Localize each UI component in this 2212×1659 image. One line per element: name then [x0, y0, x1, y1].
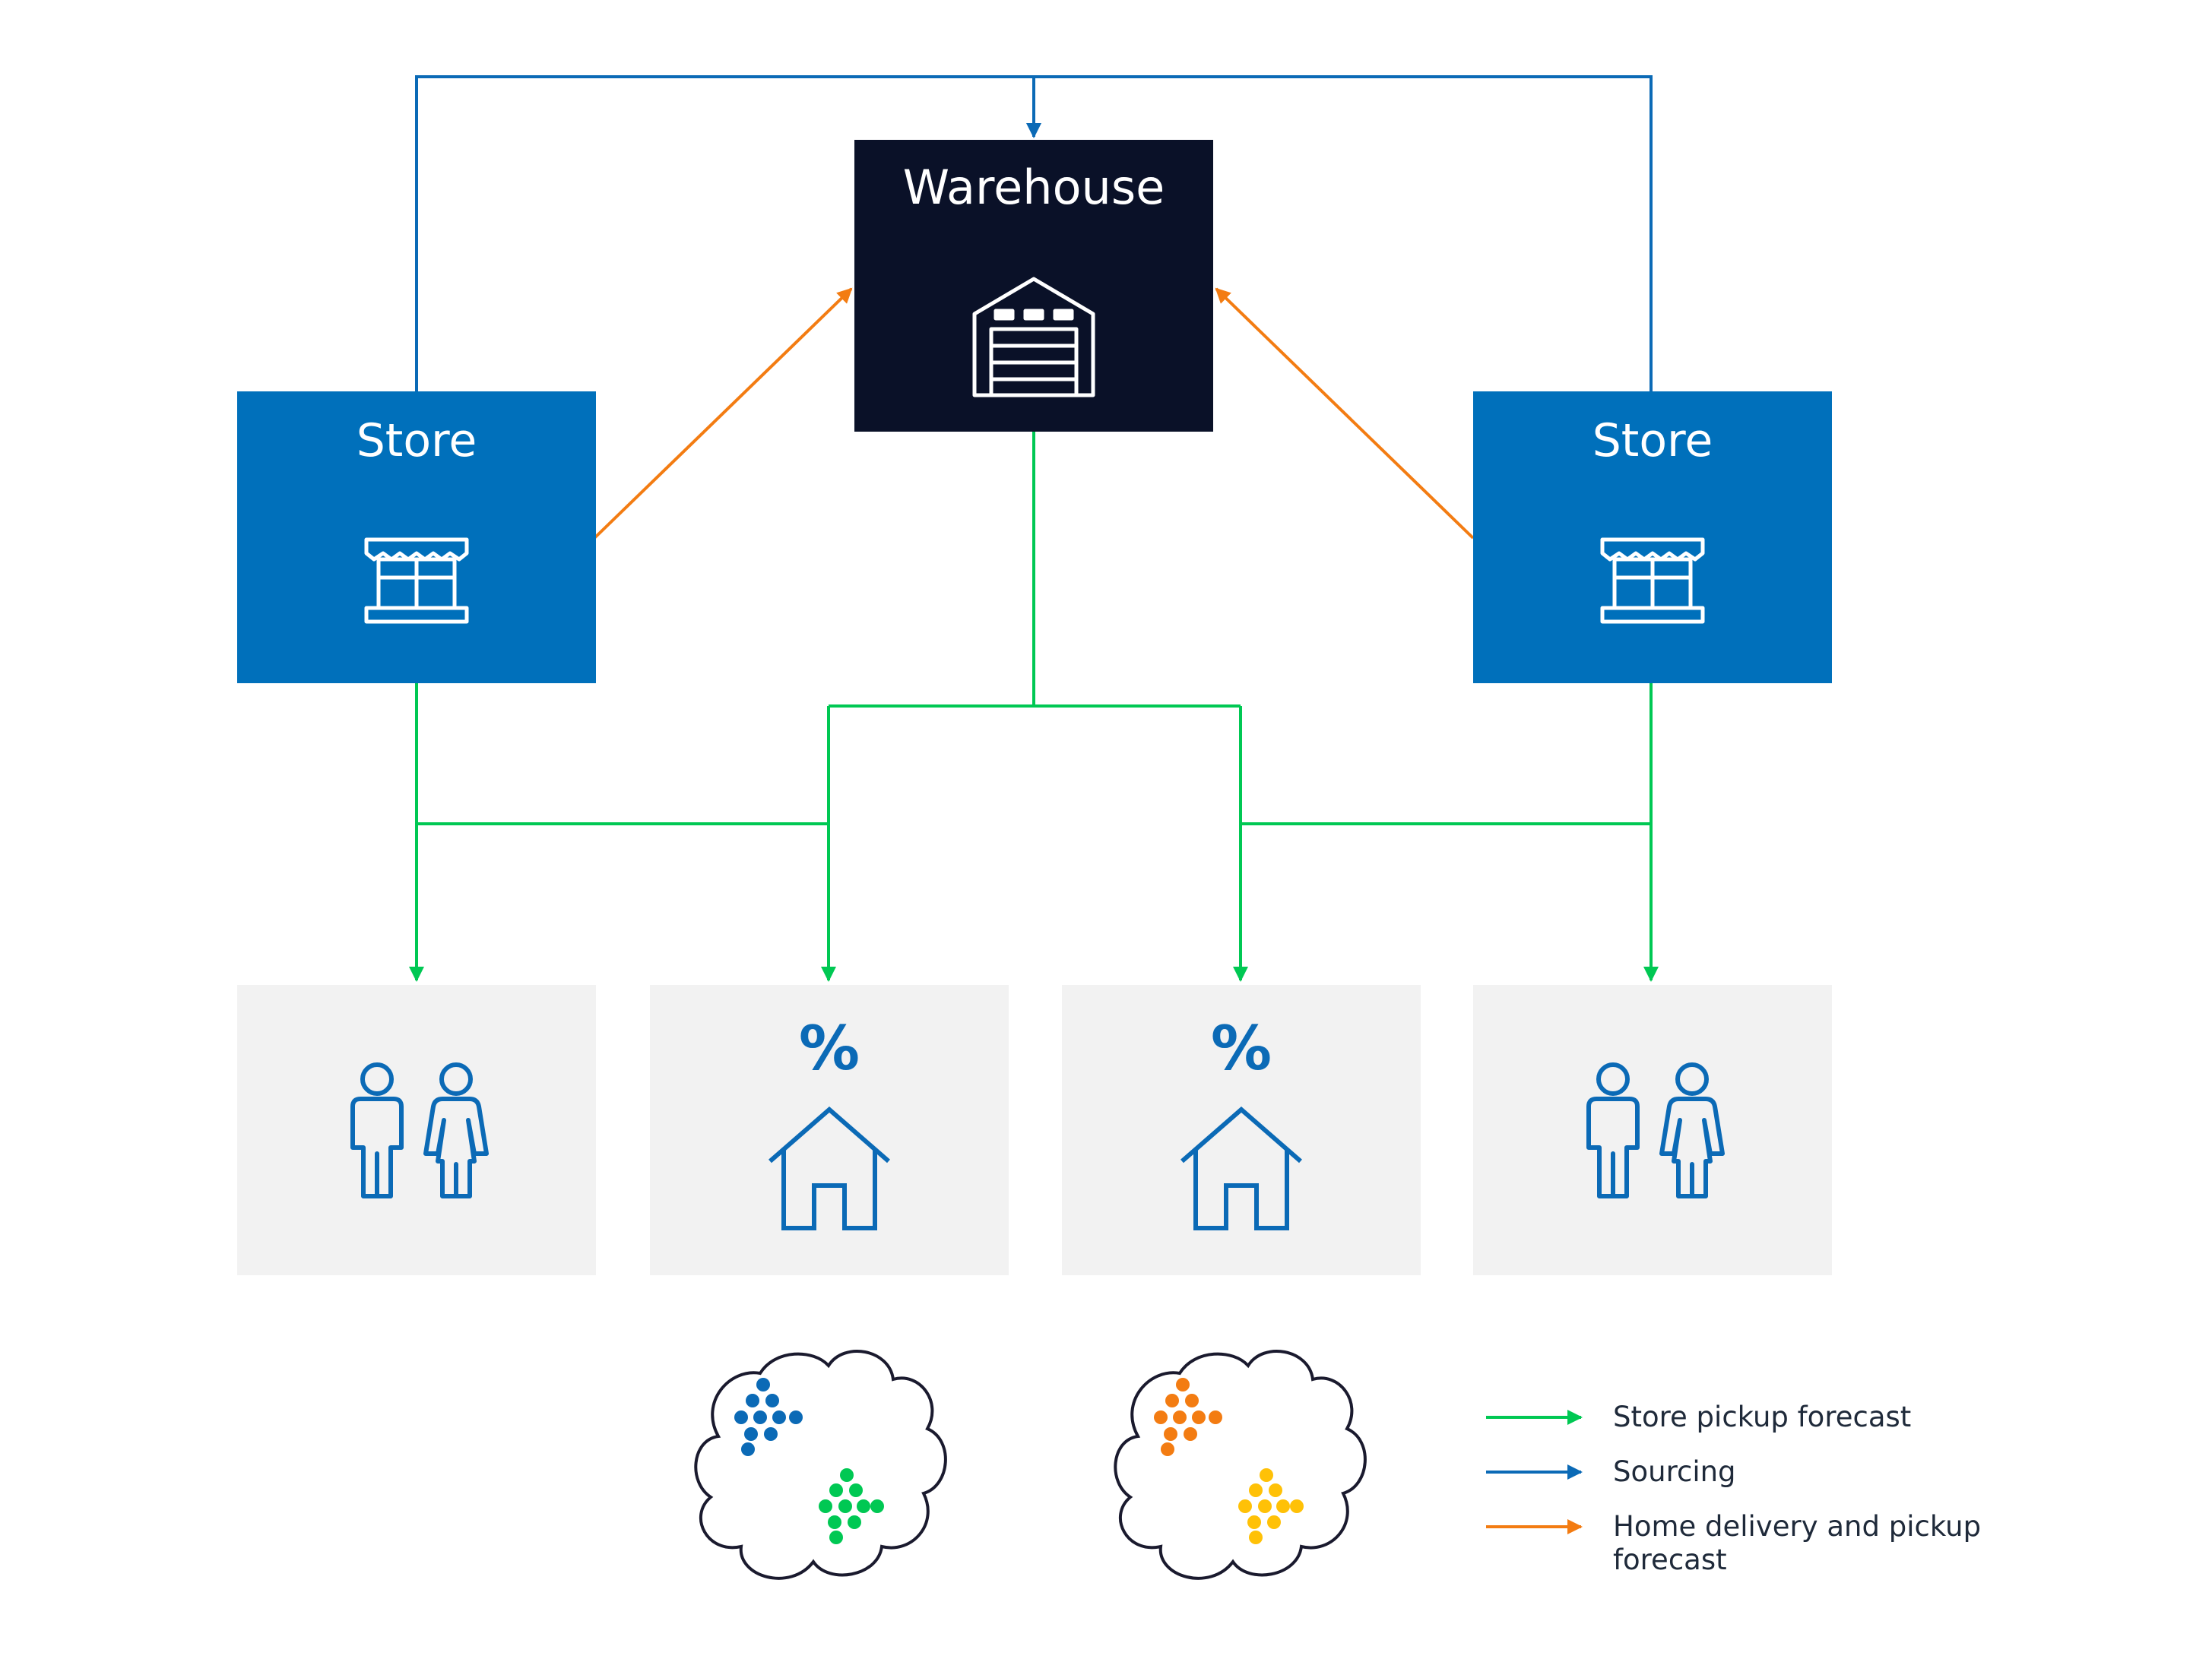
cluster-yellow	[1238, 1468, 1304, 1544]
store-label: Store	[1592, 414, 1713, 467]
percent-label: %	[799, 1013, 860, 1084]
legend-label: Store pickup forecast	[1613, 1401, 1911, 1433]
legend-label: forecast	[1613, 1543, 1727, 1576]
customer-box-home-left: %	[650, 985, 1009, 1275]
legend-item-store-pickup: Store pickup forecast	[1486, 1401, 1911, 1433]
cloud-icon	[694, 1349, 947, 1580]
cluster-blue	[734, 1378, 803, 1456]
legend-item-home-delivery: Home delivery and pickup forecast	[1486, 1510, 1981, 1576]
cluster-orange	[1154, 1378, 1222, 1456]
warehouse-label: Warehouse	[903, 160, 1165, 215]
home-delivery-connector	[593, 287, 1475, 540]
customer-box-people-left	[237, 985, 596, 1275]
legend-label: Sourcing	[1613, 1455, 1736, 1488]
store-node-right: Store	[1473, 391, 1832, 683]
sourcing-connector	[415, 75, 1653, 391]
warehouse-icon	[972, 277, 1095, 397]
legend-label: Home delivery and pickup	[1613, 1510, 1981, 1543]
store-label: Store	[357, 414, 477, 467]
cloud-icon	[1114, 1349, 1367, 1580]
customer-box-people-right	[1473, 985, 1832, 1275]
store-node-left: Store	[237, 391, 596, 683]
legend: Store pickup forecast Sourcing Home deli…	[1486, 1401, 1981, 1576]
customer-box-home-right: %	[1062, 985, 1421, 1275]
percent-label: %	[1211, 1013, 1272, 1084]
cloud-cluster-right	[1114, 1349, 1367, 1580]
warehouse-node: Warehouse	[854, 140, 1213, 432]
legend-item-sourcing: Sourcing	[1486, 1455, 1736, 1488]
cluster-green	[819, 1468, 884, 1544]
store-pickup-connector	[409, 432, 1659, 982]
cloud-cluster-left	[694, 1349, 947, 1580]
